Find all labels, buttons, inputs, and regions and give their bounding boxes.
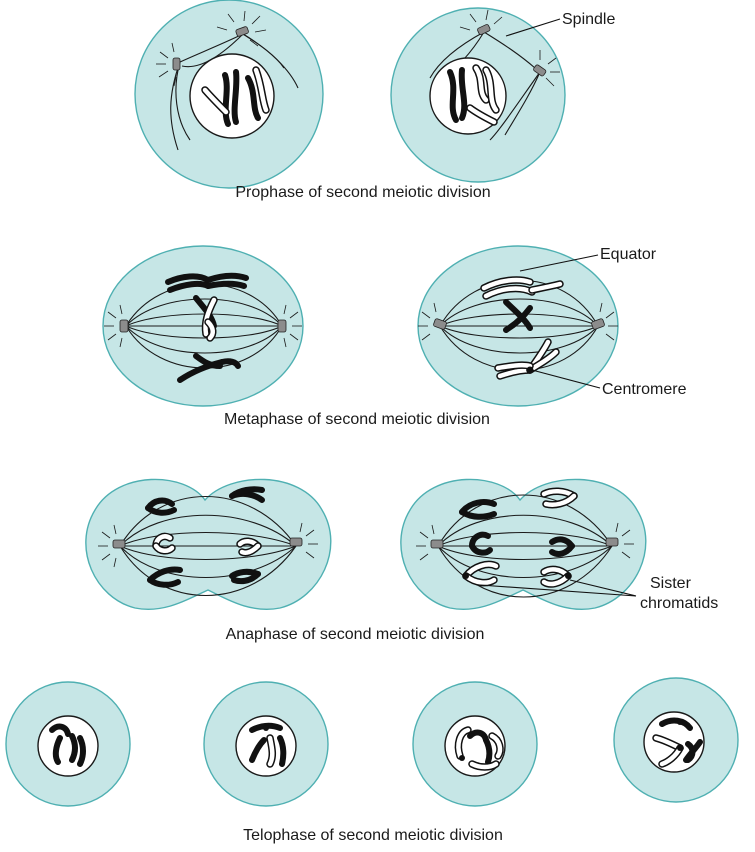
label-spindle: Spindle xyxy=(562,11,615,28)
caption-telophase: Telophase of second meiotic division xyxy=(243,827,503,844)
anaphase-cell-left xyxy=(86,479,331,609)
label-equator: Equator xyxy=(600,246,657,263)
caption-prophase: Prophase of second meiotic division xyxy=(235,184,490,201)
metaphase-cell-right xyxy=(418,246,618,406)
telophase-cell-4 xyxy=(614,678,738,802)
telophase-cell-3 xyxy=(413,682,537,806)
prophase-cell-right xyxy=(391,8,565,182)
caption-metaphase: Metaphase of second meiotic division xyxy=(224,411,490,428)
prophase-cell-left xyxy=(135,0,323,188)
label-sister-chromatids-line2: chromatids xyxy=(640,595,718,612)
metaphase-cell-left xyxy=(103,246,303,406)
telophase-cell-1 xyxy=(6,682,130,806)
caption-anaphase: Anaphase of second meiotic division xyxy=(226,626,485,643)
label-sister-chromatids-line1: Sister xyxy=(650,575,692,592)
label-centromere: Centromere xyxy=(602,381,687,398)
anaphase-cell-right xyxy=(401,479,646,609)
telophase-cell-2 xyxy=(204,682,328,806)
